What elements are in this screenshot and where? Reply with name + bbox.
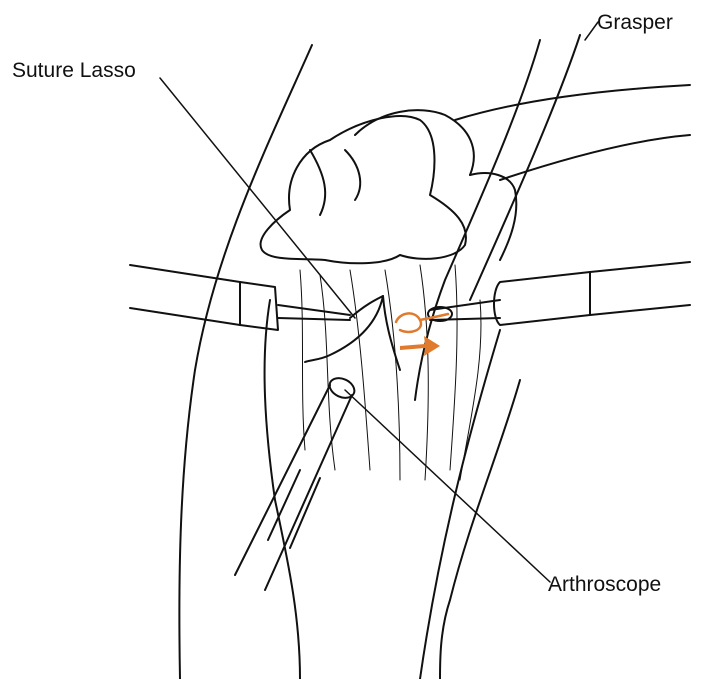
right-cannula-tip bbox=[430, 300, 500, 310]
suture-lasso-wire bbox=[305, 296, 383, 362]
condyle-detail bbox=[310, 150, 325, 215]
ligament-fiber bbox=[460, 300, 481, 480]
leader-arthroscope bbox=[345, 390, 550, 582]
arthroscope-body bbox=[235, 385, 330, 575]
ligament-fiber bbox=[320, 275, 335, 470]
suture-lasso-loop bbox=[383, 296, 400, 370]
arthroscope-label: Arthroscope bbox=[548, 574, 661, 595]
right-cannula-ext bbox=[590, 262, 690, 272]
suture-lasso-label: Suture Lasso bbox=[12, 60, 136, 81]
condyle-detail-2 bbox=[345, 150, 360, 200]
arthroscope-body-2 bbox=[265, 395, 352, 590]
left-cannula-ring bbox=[240, 282, 278, 330]
ligament-fiber bbox=[300, 270, 305, 450]
direction-arrow bbox=[400, 336, 440, 356]
arthroscope-sheath-2 bbox=[290, 478, 320, 548]
left-cannula-tip bbox=[278, 305, 350, 315]
ligament-fiber bbox=[420, 265, 428, 480]
left-cannula bbox=[130, 265, 240, 325]
right-cannula-ext-2 bbox=[590, 305, 690, 315]
suture-loop bbox=[396, 313, 421, 332]
right-cannula bbox=[494, 272, 590, 325]
ligament-fiber bbox=[385, 270, 400, 480]
ligament-fiber bbox=[450, 265, 457, 470]
grasper-shaft-2 bbox=[470, 35, 580, 300]
thigh-contour-2 bbox=[500, 135, 690, 180]
ligament-fiber bbox=[350, 270, 370, 470]
limb-outline-right bbox=[420, 330, 500, 679]
grasper-label: Grasper bbox=[597, 12, 673, 33]
left-cannula-tip-2 bbox=[278, 318, 350, 320]
tibia-outline-right bbox=[440, 380, 520, 679]
femoral-condyle bbox=[261, 116, 466, 263]
right-cannula-tip-2 bbox=[430, 318, 500, 320]
tibia-outline-left bbox=[265, 300, 300, 679]
thigh-contour bbox=[455, 85, 690, 120]
